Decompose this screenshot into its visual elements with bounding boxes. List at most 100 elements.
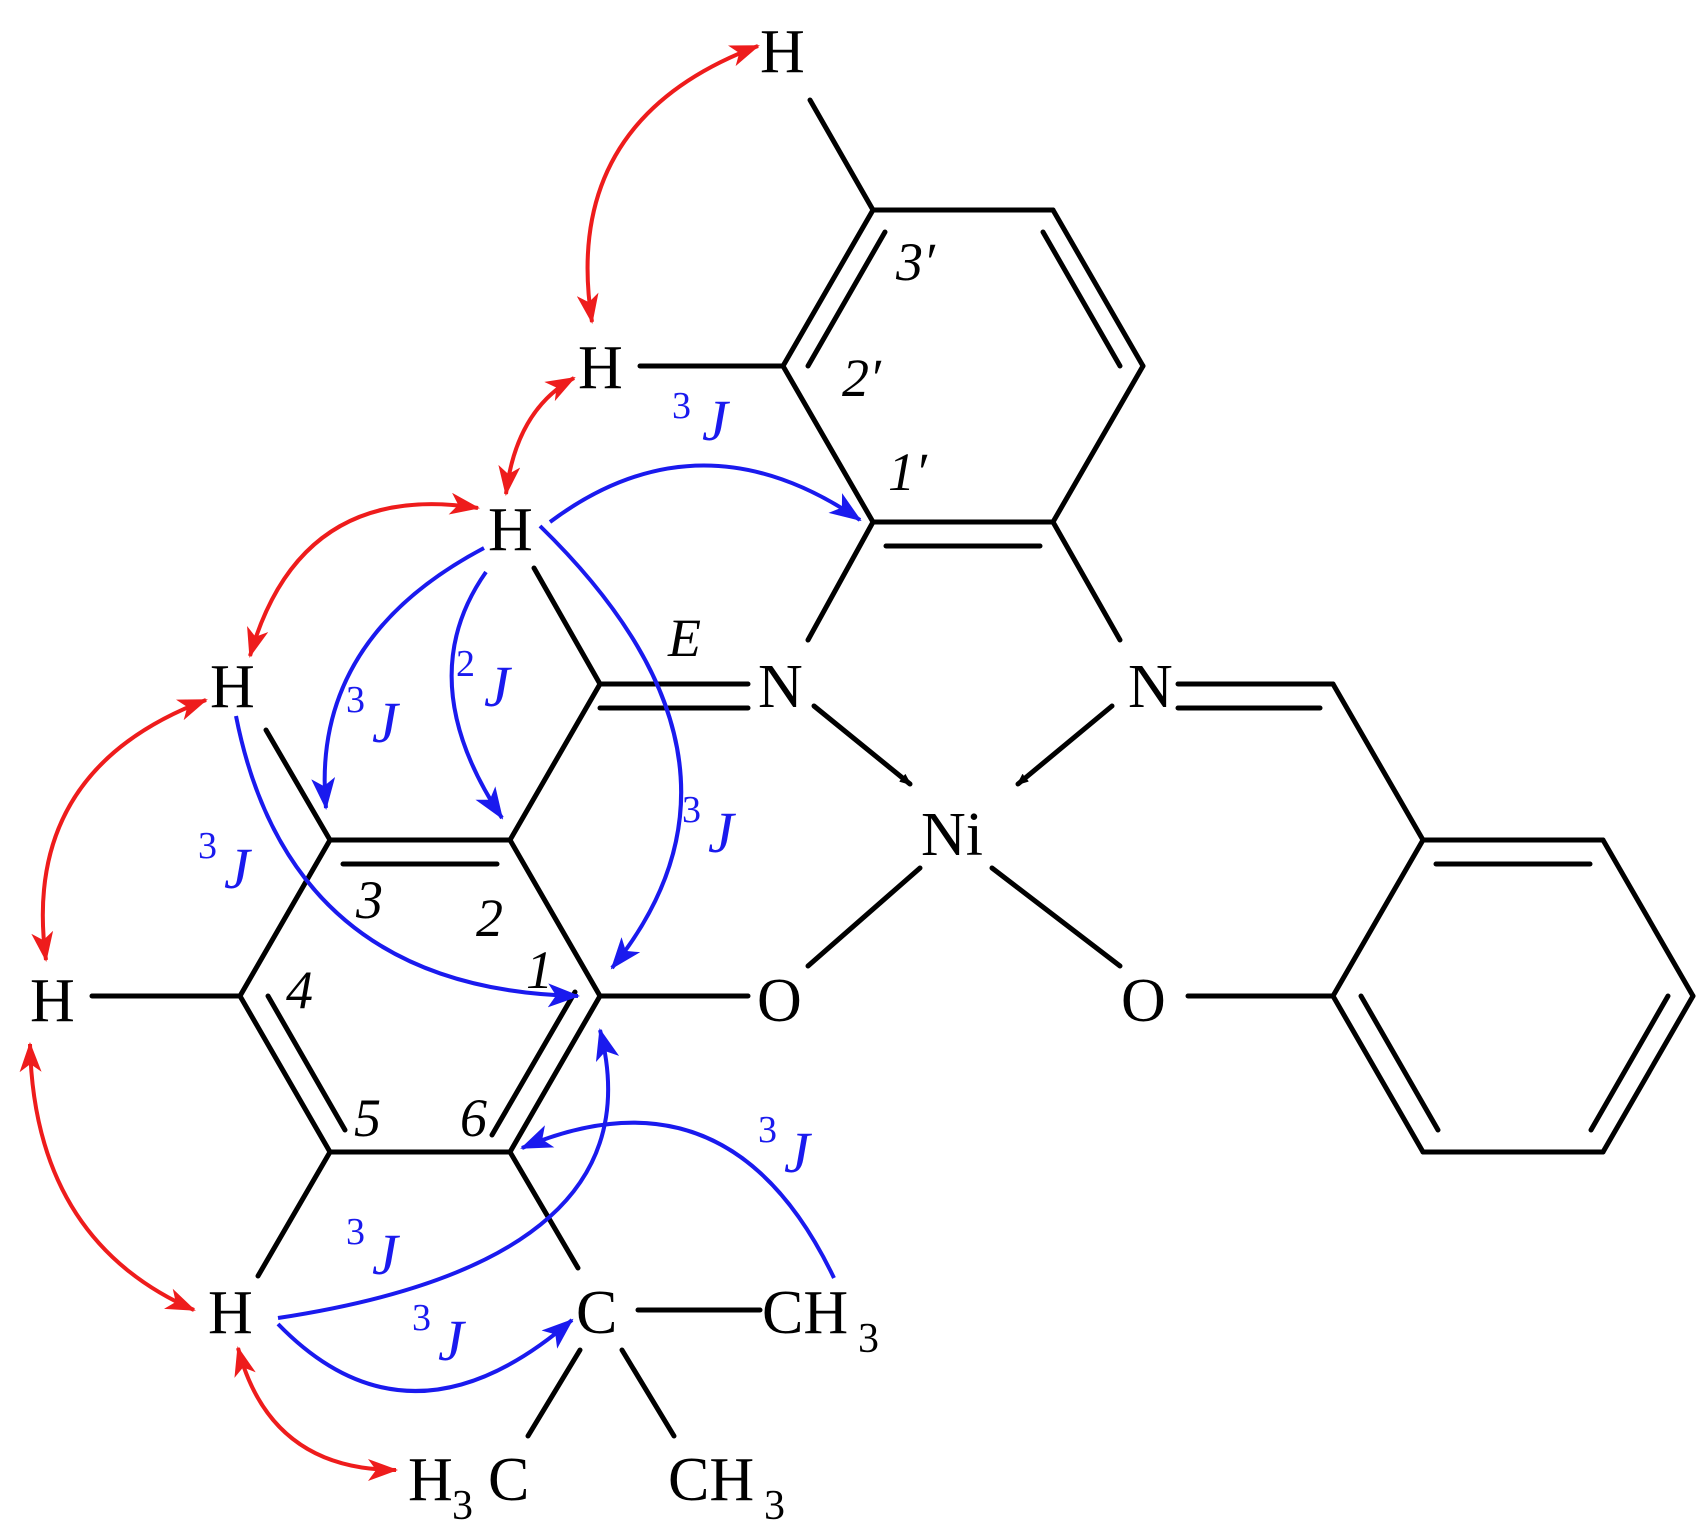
atom-ni: Ni [921, 801, 983, 869]
svg-text:3: 3 [412, 1297, 431, 1339]
label-c2-prime: 2′ [842, 348, 882, 408]
bond-c2p-c3p-inner [805, 229, 888, 369]
svg-text:3: 3 [682, 789, 701, 831]
bond-c6-c1-inner [489, 989, 578, 1138]
bond-c3-c4 [237, 837, 333, 999]
bonds [89, 97, 1696, 1439]
bond-c2-cimine [507, 681, 603, 843]
jlabel-ch3-c6: 3 J [758, 1109, 813, 1185]
label-c6: 6 [460, 1088, 487, 1148]
bond-c3p-h [807, 97, 876, 213]
ch3-right-text: CH [762, 1279, 848, 1347]
svg-text:J: J [372, 1222, 401, 1287]
coupling-h-c5-c1 [277, 1028, 620, 1320]
bond-r5-r6 [1330, 993, 1426, 1155]
bond-c5p-c6p [1050, 363, 1146, 525]
bond-c6-cq [507, 1149, 581, 1271]
bond-c5-h [255, 1149, 333, 1279]
jlabel-h-imine-c2: 2 J [456, 643, 513, 719]
jlabel-h-c3-c1: 3 J [198, 825, 253, 901]
bond-cq-ch3-bottom [619, 1347, 677, 1439]
svg-text:J: J [372, 690, 401, 755]
label-c2: 2 [476, 888, 503, 948]
bond-c4p-c5p-inner [1040, 229, 1123, 369]
bond-c2p-c3p [780, 207, 876, 369]
h3c-subscript: 3 [452, 1483, 473, 1529]
bond-cq-h3c [525, 1347, 583, 1439]
svg-text:J: J [784, 1120, 813, 1185]
coupling-arrows [234, 463, 862, 1393]
coupling-h-imine-c3 [311, 546, 485, 810]
noe-h-2prime-h-imine [498, 376, 576, 496]
jlabel-h-imine-c3: 3 J [346, 679, 401, 755]
svg-text:J: J [708, 800, 737, 865]
coupling-h-c3-c1 [234, 715, 580, 1008]
jlabel-h-c5-cq: 3 J [412, 1297, 467, 1373]
bond-r5-r6-inner [1358, 993, 1441, 1133]
label-isomer-e: E [667, 608, 701, 668]
label-c3-prime: 3′ [895, 232, 936, 292]
svg-text:J: J [702, 388, 731, 453]
svg-text:3: 3 [198, 825, 217, 867]
atom-n-right: N [1128, 653, 1173, 721]
jlabel-h-c5-c1: 3 J [346, 1211, 401, 1287]
svg-text:J: J [224, 836, 253, 901]
label-c5: 5 [354, 1088, 381, 1148]
ch3-bottom-subscript: 3 [764, 1483, 785, 1529]
noe-arrows [19, 44, 760, 1481]
atom-h-c5: H [208, 1279, 253, 1347]
bond-o-left-ni [805, 865, 923, 969]
coupling-h-imine-c2 [449, 570, 504, 820]
bond-c6p-n [1050, 519, 1123, 643]
coord-n-left-ni [811, 703, 913, 787]
bond-c3-h [263, 727, 333, 843]
atom-c-quaternary: C [576, 1279, 617, 1347]
svg-text:J: J [484, 654, 513, 719]
atom-h-c3: H [210, 653, 255, 721]
bond-c4-c5-inner [265, 993, 348, 1133]
coupling-h-imine-c1 [538, 524, 684, 970]
bond-c1p-n [805, 519, 876, 643]
coupling-labels: 3 J 3 J 2 J 3 J 3 J 3 J 3 J 3 J [198, 385, 813, 1373]
atom-h-imine: H [488, 496, 533, 564]
bond-r3-r4 [1600, 993, 1696, 1155]
label-c1-prime: 1′ [888, 442, 928, 502]
bond-r6-r1 [1330, 837, 1426, 999]
h3c-label: H 3 C [408, 1446, 529, 1529]
coupling-h-c5-cq [276, 1318, 574, 1393]
ch3-bottom-text: CH [668, 1446, 754, 1514]
h3c-c: C [488, 1446, 529, 1514]
h3c-h: H [408, 1446, 453, 1514]
svg-text:3: 3 [758, 1109, 777, 1151]
atom-o-left: O [757, 967, 802, 1035]
noe-h-top-h-2prime [576, 44, 760, 324]
coupling-ch3-c6 [520, 1120, 836, 1279]
label-c4: 4 [286, 960, 313, 1020]
atom-h-c4: H [30, 967, 75, 1035]
svg-text:J: J [438, 1308, 467, 1373]
ch3-right-label: CH 3 [762, 1279, 879, 1362]
svg-text:2: 2 [456, 643, 475, 685]
noe-h-c5-h3c [234, 1346, 398, 1481]
jlabel-h-imine-c1: 3 J [682, 789, 737, 865]
atom-o-right: O [1121, 967, 1166, 1035]
bond-cimine-right-ring [1330, 681, 1426, 843]
bond-c1-c2 [507, 837, 603, 999]
ch3-right-subscript: 3 [858, 1316, 879, 1362]
jlabel-h-imine-c1prime: 3 J [672, 385, 731, 453]
atom-n-left: N [758, 653, 803, 721]
svg-text:3: 3 [346, 1211, 365, 1253]
atom-h-top: H [760, 18, 805, 86]
coord-n-right-ni [1015, 703, 1115, 787]
bond-cimine-h [531, 565, 603, 687]
atom-h-2prime: H [578, 334, 623, 402]
noe-h-imine-h-c3 [247, 492, 480, 658]
bond-c4p-c5p [1050, 207, 1146, 369]
bond-ni-o-right [989, 865, 1123, 969]
noe-h-c3-h-c4 [31, 698, 208, 962]
bond-r2-r3 [1600, 837, 1696, 999]
svg-text:3: 3 [346, 679, 365, 721]
label-c3: 3 [355, 870, 383, 930]
bond-r3-r4-inner [1588, 993, 1671, 1133]
